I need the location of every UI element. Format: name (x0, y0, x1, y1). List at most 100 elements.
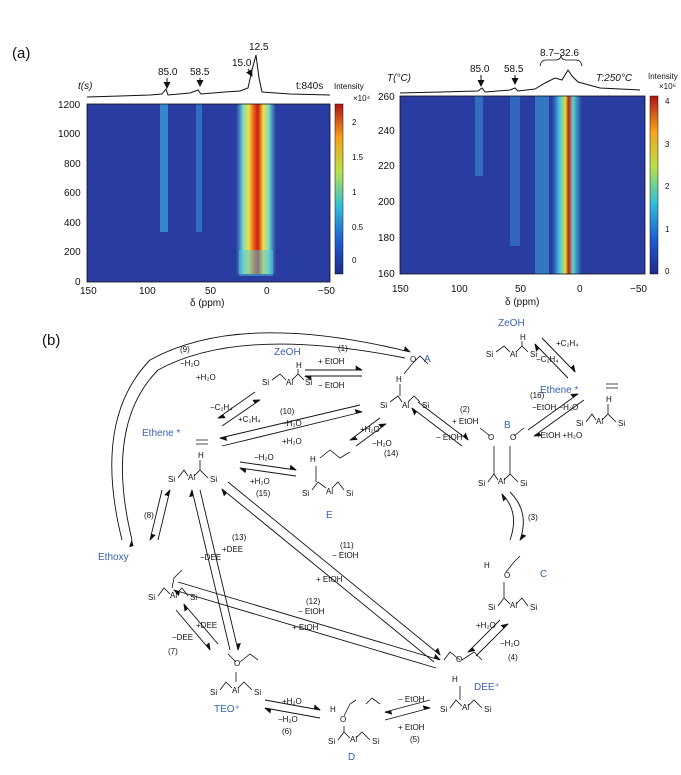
svg-text:Si: Si (190, 593, 197, 602)
ethene-right-structure: Si Al Si H (576, 395, 625, 428)
right-y-ticks: 260 240 220 200 180 160 (378, 92, 395, 280)
svg-text:160: 160 (378, 269, 395, 280)
svg-text:−C₂H₄: −C₂H₄ (210, 403, 233, 412)
svg-text:−C₂H₄: −C₂H₄ (536, 355, 559, 364)
svg-text:Si: Si (576, 419, 583, 428)
zeoh-right-label: ZeOH (498, 318, 525, 329)
left-heatmap-plot: t(s) t:840s 85.0 58.5 15.0 12.5 1200 100… (58, 42, 371, 309)
left-time-end-label: t:840s (296, 81, 323, 92)
svg-text:Si: Si (254, 688, 261, 697)
right-temp-label: T(°C) (387, 73, 411, 84)
svg-text:Si: Si (210, 688, 217, 697)
ethoxy-structure: Si Al Si (148, 591, 197, 602)
svg-text:Si: Si (168, 475, 175, 484)
panel-b-label: (b) (42, 332, 60, 349)
svg-text:− EtOH: − EtOH (298, 607, 325, 616)
svg-text:Al: Al (232, 686, 239, 695)
svg-text:1000: 1000 (58, 129, 81, 140)
left-colorbar-ticks: 2 1.5 1 0.5 0 (352, 118, 364, 265)
svg-text:H: H (330, 705, 336, 714)
svg-text:−H₂O: −H₂O (372, 439, 392, 448)
left-colorbar-exp: ×10⁴ (353, 94, 371, 103)
svg-text:(14): (14) (384, 449, 399, 458)
svg-text:+ EtOH: + EtOH (292, 623, 319, 632)
svg-text:Si: Si (210, 475, 217, 484)
svg-text:−DEE: −DEE (172, 633, 193, 642)
svg-text:(2): (2) (460, 405, 470, 414)
svg-text:100: 100 (139, 286, 156, 297)
svg-text:Al: Al (286, 378, 293, 387)
right-x-ticks: 150 100 50 0 −50 (392, 284, 647, 295)
svg-text:H: H (198, 451, 204, 460)
species-c-label: C (540, 569, 547, 580)
right-heatmap-area (400, 96, 645, 274)
svg-text:240: 240 (378, 126, 395, 137)
svg-text:− EtOH: − EtOH (436, 433, 463, 442)
svg-text:−DEE: −DEE (200, 553, 221, 562)
left-streak-main (236, 104, 276, 274)
svg-text:H: H (396, 375, 402, 384)
svg-text:0: 0 (352, 256, 357, 265)
dee-label: DEE⁺ (474, 682, 500, 693)
left-spectrum-trace (86, 54, 331, 98)
svg-text:Si: Si (440, 705, 447, 714)
fragment-bonds (157, 341, 618, 741)
svg-text:Si: Si (346, 489, 353, 498)
svg-text:150: 150 (80, 286, 97, 297)
right-x-label: δ (ppm) (505, 297, 539, 308)
left-y-ticks: 1200 1000 800 600 400 200 0 (58, 100, 81, 288)
svg-text:−50: −50 (630, 284, 647, 295)
svg-text:0: 0 (577, 284, 583, 295)
svg-text:H: H (452, 675, 458, 684)
svg-text:+EtOH +H₂O: +EtOH +H₂O (536, 431, 582, 440)
svg-text:+ EtOH: + EtOH (318, 357, 345, 366)
svg-text:Al: Al (498, 477, 505, 486)
svg-text:1: 1 (352, 188, 357, 197)
svg-text:4: 4 (665, 97, 670, 106)
svg-text:0: 0 (264, 286, 270, 297)
svg-text:Al: Al (326, 487, 333, 496)
species-d-structure: Si Al Si H O (328, 705, 379, 746)
svg-text:800: 800 (64, 159, 81, 170)
svg-text:−H₂O: −H₂O (278, 715, 298, 724)
svg-text:Al: Al (510, 601, 517, 610)
teo-label: TEO⁺ (214, 704, 240, 715)
svg-text:O: O (488, 433, 494, 442)
svg-text:50: 50 (515, 284, 527, 295)
svg-text:(6): (6) (282, 727, 292, 736)
right-heatmap-plot: T(°C) T:250°C 85.0 58.5 8.7–32.6 260 240… (378, 48, 678, 308)
svg-text:Si: Si (486, 350, 493, 359)
svg-text:H: H (296, 361, 302, 370)
left-heatmap-area (87, 104, 330, 282)
svg-text:2: 2 (665, 182, 670, 191)
svg-text:150: 150 (392, 284, 409, 295)
left-colorbar (334, 103, 344, 275)
right-colorbar-ticks: 4 3 2 1 0 (665, 97, 670, 276)
svg-text:+ EtOH: + EtOH (398, 723, 425, 732)
peak-label-12: 12.5 (249, 42, 269, 53)
svg-text:Si: Si (262, 378, 269, 387)
right-colorbar-exp: ×10⁶ (659, 82, 676, 91)
svg-text:−H₂O: −H₂O (500, 639, 520, 648)
svg-text:Al: Al (510, 350, 517, 359)
svg-text:−H₂O: −H₂O (282, 419, 302, 428)
svg-text:Si: Si (422, 401, 429, 410)
right-colorbar-title: Intensity (648, 72, 678, 81)
svg-text:(4): (4) (508, 653, 518, 662)
svg-text:H: H (484, 561, 490, 570)
ethoxy-label: Ethoxy (98, 552, 129, 563)
svg-text:Si: Si (372, 737, 379, 746)
svg-text:1: 1 (665, 225, 670, 234)
zeoh-top-label: ZeOH (274, 347, 301, 358)
svg-text:600: 600 (64, 188, 81, 199)
right-streak-main (552, 96, 582, 274)
svg-text:100: 100 (451, 284, 468, 295)
species-c-structure: Si Al Si H O (484, 561, 537, 612)
peak-label-15: 15.0 (232, 58, 252, 69)
svg-text:−H₂O: −H₂O (180, 359, 200, 368)
svg-text:−H₂O: −H₂O (254, 453, 274, 462)
svg-text:+H₂O: +H₂O (476, 621, 496, 630)
teo-structure: Si Al Si O (210, 659, 261, 697)
svg-text:+H₂O: +H₂O (360, 425, 380, 434)
